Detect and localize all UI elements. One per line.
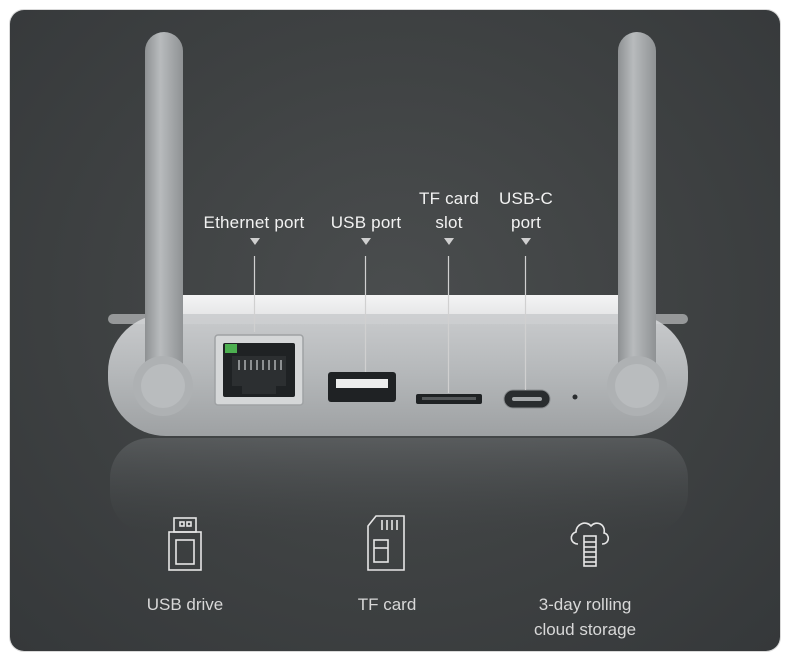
product-panel: Ethernet port USB port TF card slot USB-… (10, 10, 780, 651)
cloud-storage-label-line2: cloud storage (533, 620, 637, 639)
usb-c-label-line2: port (510, 213, 542, 232)
usbc-arrow (521, 238, 531, 245)
antenna-right (618, 32, 656, 404)
usb-arrow (361, 238, 371, 245)
tf-card-slot (416, 394, 482, 404)
router-device (108, 32, 688, 533)
tf-card-label: TF card (357, 595, 417, 614)
reset-pinhole (572, 394, 578, 400)
tf-arrow (444, 238, 454, 245)
cloud-storage-icon (570, 522, 610, 567)
usb-drive-label: USB drive (146, 595, 224, 614)
antenna-left (145, 32, 183, 404)
ethernet-port (214, 334, 304, 406)
device-body (108, 314, 688, 436)
ethernet-port-label: Ethernet port (203, 213, 305, 232)
usb-c-label-line1: USB-C (499, 189, 553, 208)
usb-port-label: USB port (330, 213, 402, 232)
ethernet-arrow (250, 238, 260, 245)
tf-slot-label-line2: slot (435, 213, 463, 232)
device-reflection (110, 438, 688, 533)
cloud-storage-label-line1: 3-day rolling (538, 595, 632, 614)
usb-c-port (503, 389, 551, 409)
tf-card-icon (367, 515, 405, 571)
ethernet-indicator (225, 344, 237, 353)
tf-slot-label-line1: TF card (419, 189, 479, 208)
usb-drive-icon (168, 517, 202, 571)
usb-port (328, 372, 396, 402)
